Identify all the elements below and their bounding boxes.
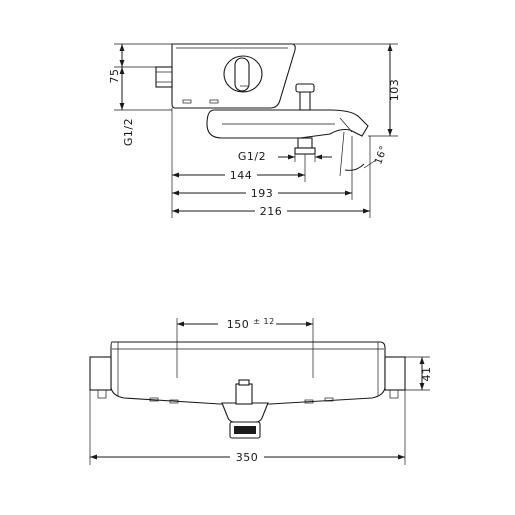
dim-144-label: 144 bbox=[230, 169, 253, 182]
dim-75-label: 75 bbox=[108, 69, 121, 84]
temperature-knob bbox=[223, 55, 263, 93]
dim-g12-horizontal-label: G1/2 bbox=[238, 150, 266, 163]
front-diverter bbox=[235, 379, 253, 405]
dim-216-label: 216 bbox=[260, 205, 283, 218]
front-view-body bbox=[110, 341, 386, 405]
dim-g12-vertical-label: G1/2 bbox=[122, 118, 135, 146]
dim-angle-arc bbox=[344, 163, 365, 171]
dim-angle-label: 16° bbox=[373, 144, 390, 166]
dim-150-tolerance: ± 12 bbox=[253, 317, 274, 326]
dim-193-label: 193 bbox=[251, 187, 274, 200]
diverter-knob bbox=[295, 83, 315, 111]
left-end-cap bbox=[89, 356, 112, 391]
hose-connection bbox=[294, 137, 316, 155]
dim-150-label: 150 bbox=[227, 318, 250, 331]
spout-outlet bbox=[221, 402, 269, 439]
right-end-cap bbox=[384, 356, 406, 391]
dim-103-label: 103 bbox=[388, 79, 401, 102]
wall-connection bbox=[155, 66, 173, 88]
front-view: 150 ± 12 41 350 bbox=[89, 315, 433, 465]
dim-41-label: 41 bbox=[420, 367, 433, 382]
side-view: 75 G1/2 103 G1/2 144 193 216 16° bbox=[108, 43, 401, 218]
dim-350-label: 350 bbox=[236, 451, 259, 464]
